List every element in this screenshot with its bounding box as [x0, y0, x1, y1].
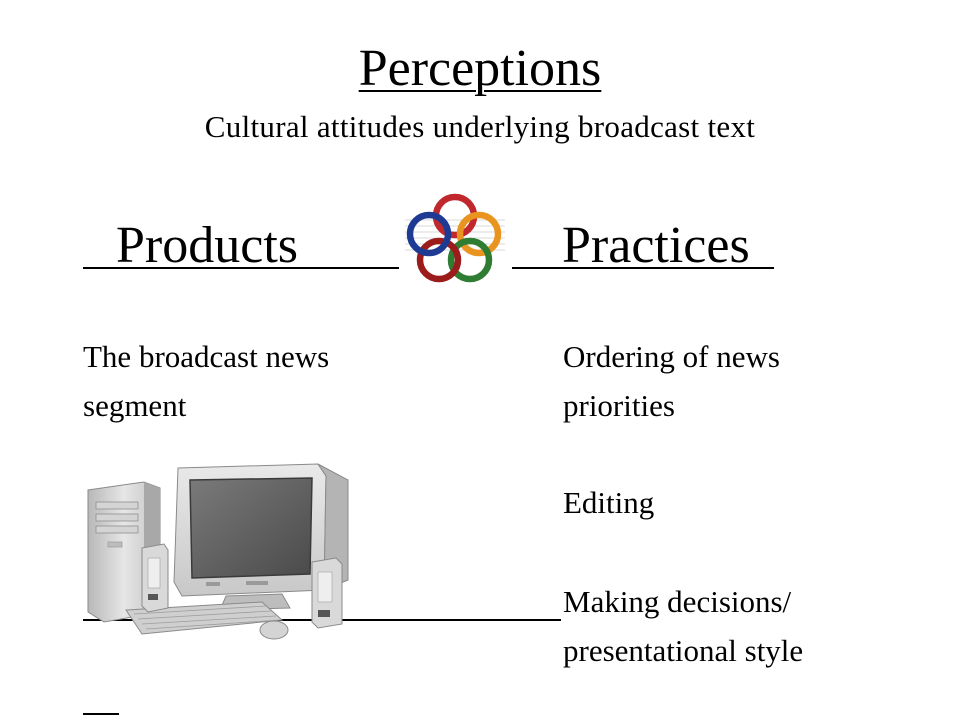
- practices-heading: Practices: [562, 217, 750, 274]
- products-description: The broadcast news segment: [83, 339, 330, 423]
- practices-heading-underline: [512, 267, 774, 269]
- practice-item-decisions: Making decisions/ presentational style: [563, 584, 804, 668]
- desktop-computer-icon: [87, 463, 349, 640]
- products-heading: Products: [116, 217, 298, 274]
- practice-item-ordering: Ordering of news priorities: [563, 339, 780, 423]
- interlocking-rings-icon: [399, 190, 511, 286]
- page-subtitle: Cultural attitudes underlying broadcast …: [204, 109, 756, 144]
- page-title: Perceptions: [358, 40, 602, 97]
- practice-item-editing: Editing: [563, 485, 655, 520]
- blank-answer-line-short: [83, 713, 119, 715]
- products-heading-underline: [83, 267, 401, 269]
